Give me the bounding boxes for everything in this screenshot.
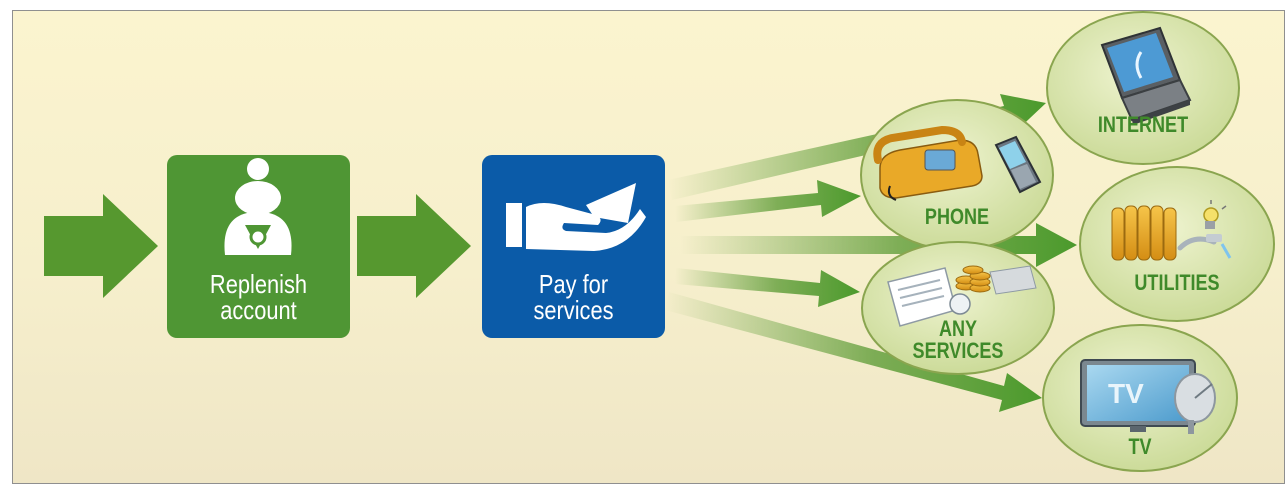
television-icon: TV xyxy=(1080,359,1196,432)
coins-icon xyxy=(955,265,991,293)
replenish-label-line1: Replenish xyxy=(209,269,308,299)
replenish-account-step: Replenish account xyxy=(167,155,350,338)
hand-with-card-icon xyxy=(506,183,646,251)
documents-icon xyxy=(887,265,1037,327)
arrow-to-phone xyxy=(675,180,861,222)
utilities-label: UTILITIES xyxy=(1134,270,1220,295)
phone-label: PHONE xyxy=(924,204,990,229)
internet-label: INTERNET xyxy=(1097,112,1189,137)
radiator-icon xyxy=(1111,205,1177,261)
mobile-phone-icon xyxy=(994,135,1042,194)
pay-for-services-step: Pay for services xyxy=(482,155,665,338)
utilities-oval xyxy=(1079,166,1275,322)
any-services-label: ANY SERVICES xyxy=(905,318,1012,362)
laptop-icon xyxy=(1100,26,1192,125)
any-services-line2: SERVICES xyxy=(912,338,1004,363)
telephone-icon xyxy=(873,125,983,201)
replenish-account-label: Replenish account xyxy=(182,271,336,323)
arrow-to-utilities xyxy=(680,223,1077,267)
tv-screen-text: TV xyxy=(1108,378,1144,409)
pay-label-line2: services xyxy=(533,295,614,325)
arrow-into-replenish xyxy=(44,194,158,298)
arrow-replenish-to-pay xyxy=(357,194,471,298)
satellite-dish-icon xyxy=(1174,373,1216,434)
arrow-to-any-services xyxy=(675,268,860,307)
any-services-line1: ANY xyxy=(938,316,978,341)
pay-label-line1: Pay for xyxy=(538,269,609,299)
light-bulb-icon xyxy=(1203,200,1227,229)
person-with-bag-icon xyxy=(224,158,292,255)
pay-for-services-label: Pay for services xyxy=(497,271,651,323)
faucet-icon xyxy=(1177,234,1232,259)
arrow-to-tv xyxy=(665,292,1042,412)
tv-label: TV xyxy=(1128,434,1152,459)
replenish-label-line2: account xyxy=(220,295,297,325)
